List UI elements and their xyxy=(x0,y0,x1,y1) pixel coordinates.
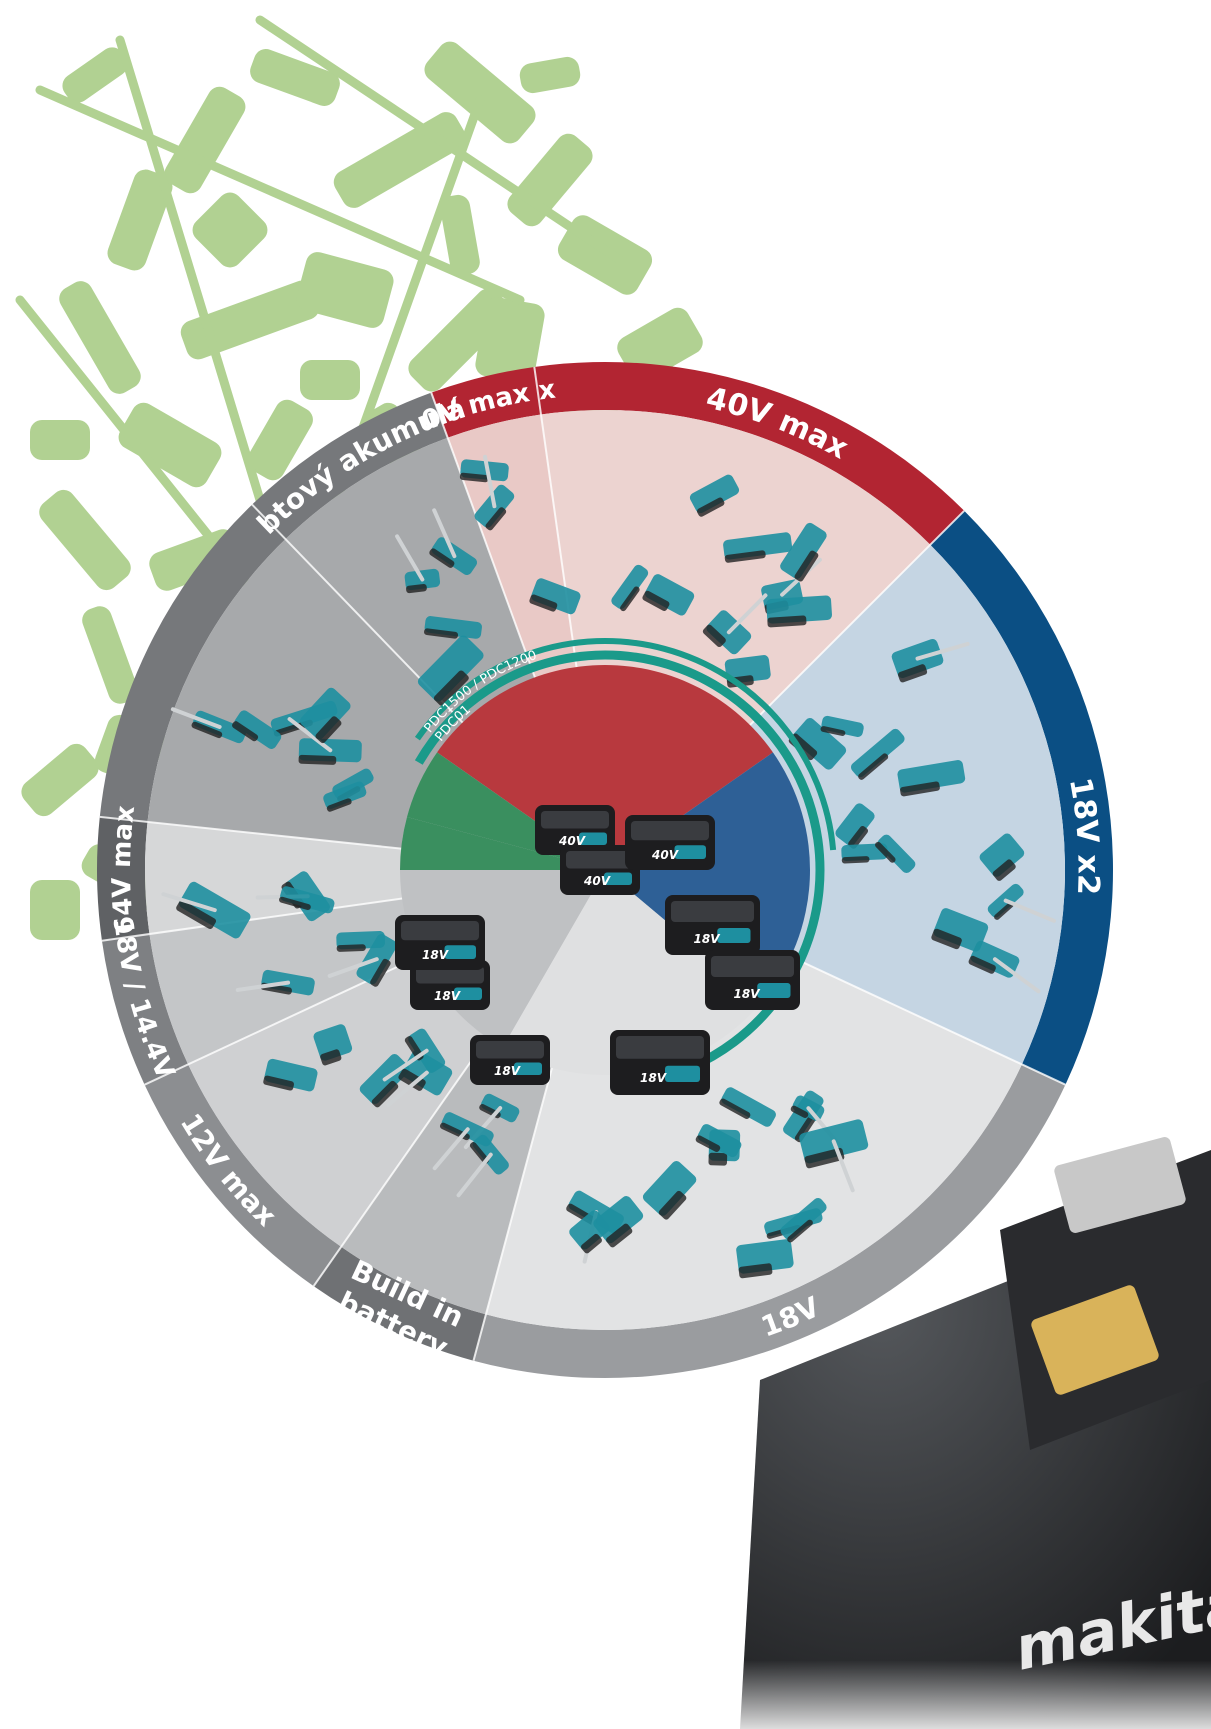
svg-text:40V: 40V xyxy=(583,874,612,888)
wheel-band-chrbtovy2 xyxy=(99,504,286,822)
wheel-band-40v xyxy=(534,362,965,545)
svg-text:18V: 18V xyxy=(434,989,462,1003)
svg-text:18V: 18V xyxy=(694,932,722,946)
wheel-band-1814 xyxy=(101,934,189,1085)
svg-text:40V: 40V xyxy=(651,848,680,862)
center-backpack-c xyxy=(400,816,605,870)
wheel-band-18v xyxy=(473,1064,1066,1378)
center-ring-teal-outer xyxy=(414,638,837,851)
wheel-band-18vx2 xyxy=(930,510,1113,1085)
svg-text:18V: 18V xyxy=(422,948,450,962)
wheel-band-64v xyxy=(97,816,150,941)
battery-40v-c: 40V xyxy=(625,815,715,870)
svg-text:18V: 18V xyxy=(494,1064,522,1078)
center-ring-teal xyxy=(414,650,825,1087)
tool-images xyxy=(161,454,1056,1279)
svg-text:40V: 40V xyxy=(558,834,587,848)
battery-12v-a: 18V xyxy=(410,960,490,1010)
wheel-band-chrbtovy xyxy=(252,392,448,540)
center-40v xyxy=(437,665,773,870)
wheel-band-12v xyxy=(144,1064,342,1287)
svg-text:18V: 18V xyxy=(640,1071,668,1085)
svg-text:18V: 18V xyxy=(734,987,762,1001)
category-label-64v: 64V max xyxy=(107,804,141,936)
battery-18v-c: 18V xyxy=(610,1030,710,1095)
battery-18v-d: 18V xyxy=(470,1035,550,1085)
center-batteries: 40V 40V 40V 18V 18V 18V 18V 18V 18V xyxy=(395,805,800,1095)
battery-18v-a: 18V xyxy=(665,895,760,955)
battery-40v-b: 40V xyxy=(560,845,640,895)
wheel-band-40vx2 xyxy=(431,366,541,438)
wheel-sector-64v xyxy=(145,821,605,935)
battery-40v-a: 40V xyxy=(535,805,615,855)
battery-charger: 18V xyxy=(395,915,485,970)
center-18v xyxy=(502,870,763,1075)
large-battery-image: makita xyxy=(740,1137,1211,1729)
battery-18v-b: 18V xyxy=(705,950,800,1010)
wheel-band-build-in xyxy=(313,1246,486,1361)
